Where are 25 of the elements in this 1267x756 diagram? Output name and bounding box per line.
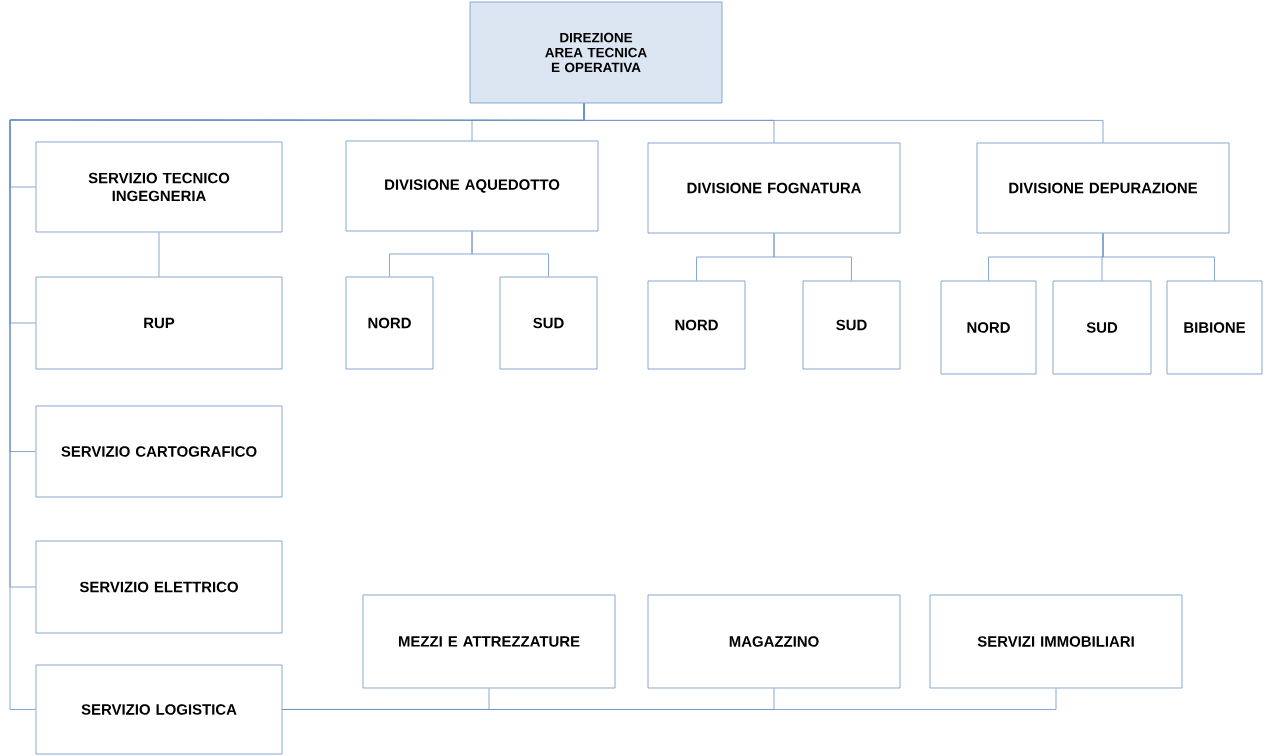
unit-box: SUD xyxy=(802,280,901,370)
connector xyxy=(282,688,1057,710)
unit-box: DIVISIONE AQUEDOTTO xyxy=(345,140,599,232)
unit-box: MAGAZZINO xyxy=(647,594,901,689)
unit-box: SERVIZIO LOGISTICA xyxy=(35,664,283,755)
connector xyxy=(471,231,549,277)
unit-box: RUP xyxy=(35,276,283,370)
unit-box: SERVIZI IMMOBILIARI xyxy=(929,594,1183,689)
unit-box: NORD xyxy=(647,280,746,370)
unit-box: NORD xyxy=(940,280,1037,375)
unit-box: MEZZI E ATTREZZATURE xyxy=(362,594,616,689)
title-box: DIREZIONE AREA TECNICA E OPERATIVA xyxy=(469,1,723,104)
connector xyxy=(773,233,852,281)
unit-box: BIBIONE xyxy=(1166,280,1263,375)
unit-box: SERVIZIO CARTOGRAFICO xyxy=(35,405,283,498)
unit-box: SERVIZIO TECNICO INGEGNERIA xyxy=(35,141,283,233)
unit-box: SUD xyxy=(499,276,598,370)
connector xyxy=(1102,233,1215,281)
unit-box: DIVISIONE FOGNATURA xyxy=(647,142,901,234)
unit-box: SUD xyxy=(1052,280,1152,375)
connector xyxy=(158,232,160,277)
connector xyxy=(583,103,1104,143)
unit-box: SERVIZIO ELETTRICO xyxy=(35,540,283,634)
unit-box: NORD xyxy=(345,276,434,370)
unit-box: DIVISIONE DEPURAZIONE xyxy=(976,142,1230,234)
